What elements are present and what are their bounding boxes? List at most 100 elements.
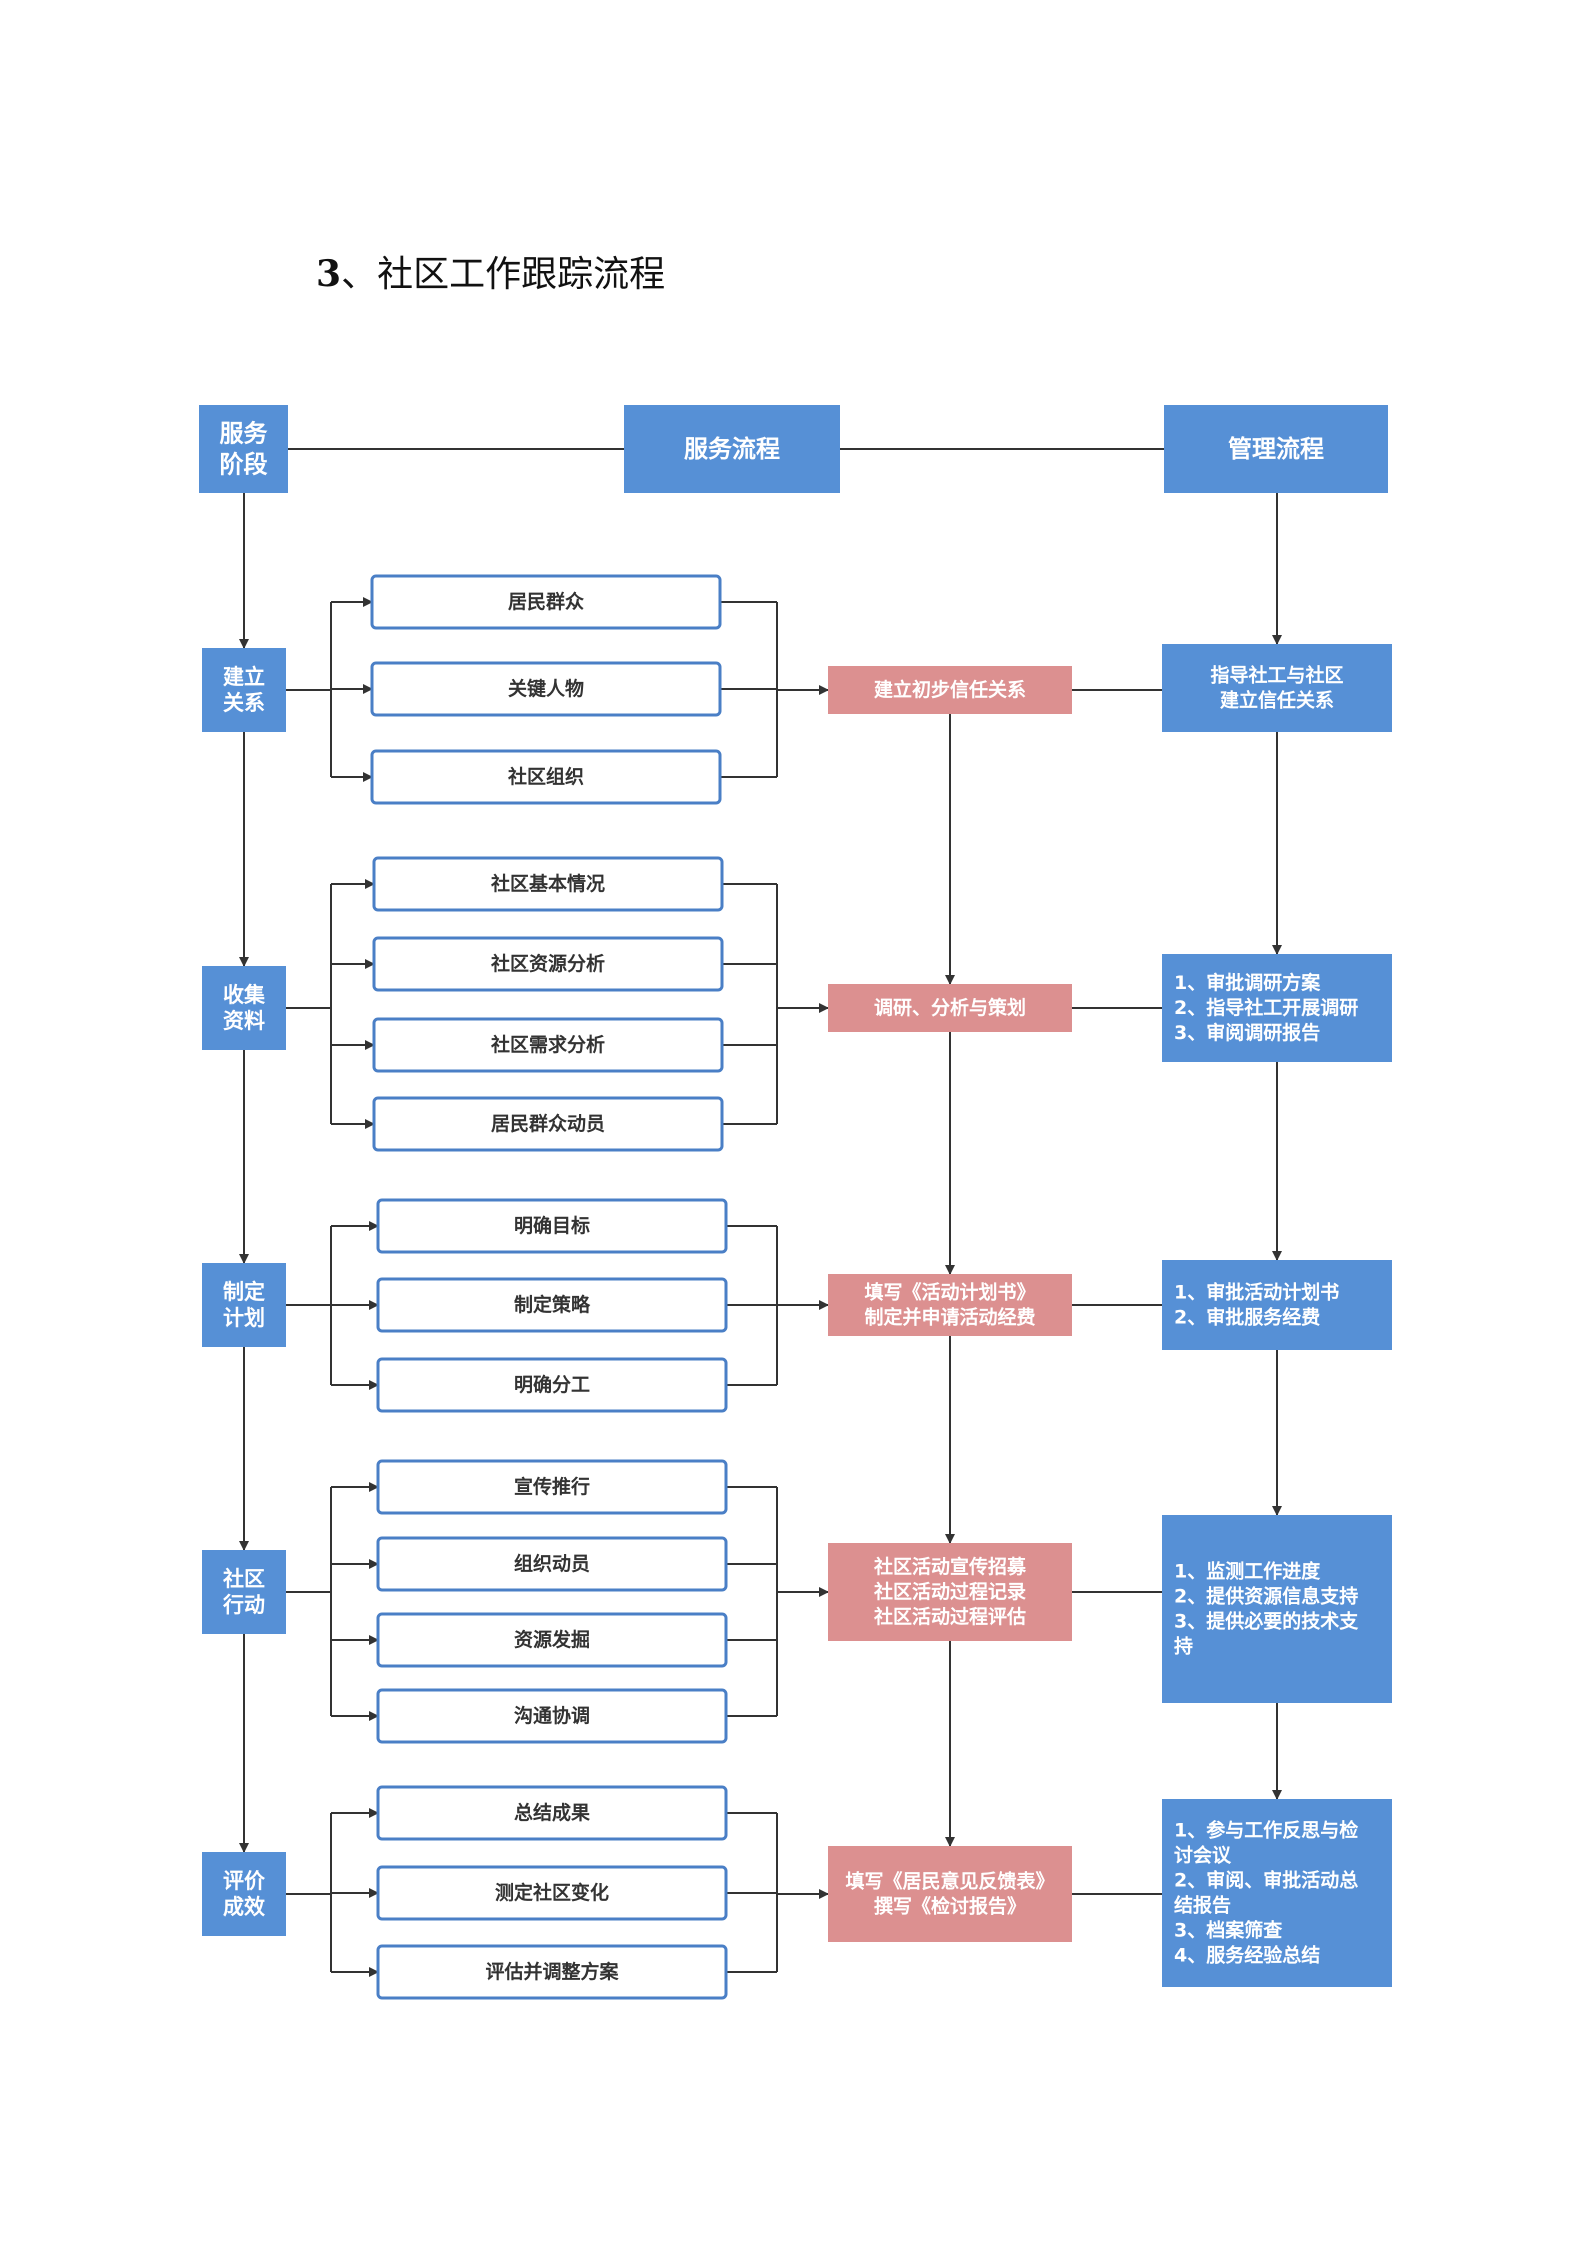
service-box: 调研、分析与策划: [828, 984, 1072, 1032]
stage-box-line: 成效: [223, 1895, 265, 1919]
service-box-line: 撰写《检讨报告》: [874, 1895, 1026, 1918]
page-title: 3、社区工作跟踪流程: [316, 245, 665, 297]
sub-box-line: 宣传推行: [514, 1475, 590, 1498]
stage-box-line: 制定: [223, 1280, 265, 1304]
sub-box: 社区资源分析: [372, 936, 724, 992]
header-stage-line: 阶段: [220, 451, 268, 479]
management-box-line: 建立信任关系: [1220, 689, 1334, 712]
stage-box-rect: [202, 1550, 286, 1634]
sub-box: 明确目标: [376, 1198, 728, 1254]
sub-box: 制定策略: [376, 1277, 728, 1333]
header-stage-line: 服务: [220, 419, 269, 447]
sub-box-rect: [376, 1688, 728, 1744]
management-box-line: 1、监测工作进度: [1174, 1560, 1321, 1583]
sub-box-line: 资源发掘: [514, 1628, 590, 1651]
sub-box-rect: [372, 856, 724, 912]
management-box-line: 持: [1174, 1635, 1193, 1658]
sub-box-line: 社区组织: [507, 765, 584, 788]
sub-box-rect: [370, 749, 722, 805]
sub-box: 社区组织: [370, 749, 722, 805]
stage-box-line: 计划: [223, 1306, 265, 1330]
sub-box-line: 总结成果: [514, 1801, 590, 1824]
sub-box: 资源发掘: [376, 1612, 728, 1668]
header-service-line: 服务流程: [684, 435, 780, 463]
title-text: 、社区工作跟踪流程: [341, 254, 666, 295]
sub-box: 居民群众动员: [372, 1096, 724, 1152]
sub-box: 关键人物: [370, 661, 722, 717]
sub-box-rect: [372, 1096, 724, 1152]
stage-box-line: 行动: [222, 1593, 265, 1617]
sub-box-line: 组织动员: [514, 1552, 590, 1575]
stage-box-line: 关系: [223, 691, 265, 715]
management-box-line: 结报告: [1174, 1894, 1231, 1917]
service-box-rect: [828, 1274, 1072, 1336]
sub-box-line: 明确分工: [514, 1373, 590, 1396]
service-box: 建立初步信任关系: [828, 666, 1072, 714]
sub-box-rect: [376, 1277, 728, 1333]
management-box-line: 2、提供资源信息支持: [1174, 1585, 1358, 1608]
service-box: 填写《活动计划书》制定并申请活动经费: [828, 1274, 1072, 1336]
stage-box-rect: [202, 648, 286, 732]
header-service: 服务流程: [624, 405, 840, 493]
management-box-line: 1、参与工作反思与检: [1174, 1819, 1358, 1842]
stage-box-line: 建立: [223, 665, 265, 689]
sub-box-rect: [376, 1785, 728, 1841]
connector-lines: [239, 448, 1282, 1977]
stage-box-rect: [202, 1852, 286, 1936]
sub-box: 居民群众: [370, 574, 722, 630]
service-box: 填写《居民意见反馈表》撰写《检讨报告》: [828, 1846, 1072, 1942]
service-box-rect: [828, 666, 1072, 714]
sub-box-rect: [370, 661, 722, 717]
sub-box-line: 社区资源分析: [490, 952, 605, 975]
sub-box-rect: [376, 1357, 728, 1413]
sub-box-line: 测定社区变化: [495, 1881, 609, 1904]
sub-box-line: 评估并调整方案: [485, 1960, 619, 1983]
stage-box-rect: [202, 966, 286, 1050]
management-box-line: 3、审阅调研报告: [1174, 1021, 1320, 1044]
service-box-line: 制定并申请活动经费: [864, 1306, 1035, 1329]
sub-box: 总结成果: [376, 1785, 728, 1841]
stage-box-line: 收集: [223, 983, 266, 1007]
management-box-line: 4、服务经验总结: [1174, 1944, 1320, 1967]
sub-box-line: 社区需求分析: [490, 1033, 605, 1056]
management-box-line: 1、审批调研方案: [1174, 971, 1321, 994]
management-box-line: 3、档案筛查: [1174, 1919, 1283, 1942]
sub-box-line: 居民群众动员: [491, 1112, 605, 1135]
header-management-rect: [1164, 405, 1388, 493]
sub-box-line: 关键人物: [508, 677, 584, 700]
management-box-rect: [1162, 954, 1392, 1062]
service-box-line: 填写《活动计划书》: [864, 1281, 1035, 1304]
management-box-rect: [1162, 644, 1392, 732]
service-box-line: 填写《居民意见反馈表》: [845, 1870, 1054, 1893]
management-box-rect: [1162, 1260, 1392, 1350]
management-box-line: 1、审批活动计划书: [1174, 1281, 1339, 1304]
sub-box-rect: [376, 1944, 728, 2000]
sub-box-line: 沟通协调: [514, 1704, 590, 1727]
management-box-line: 指导社工与社区: [1210, 664, 1343, 687]
management-box-line: 讨会议: [1174, 1844, 1232, 1867]
sub-box-rect: [376, 1459, 728, 1515]
title-number: 3: [316, 253, 342, 295]
sub-box-rect: [376, 1612, 728, 1668]
management-box-line: 2、审批服务经费: [1174, 1306, 1320, 1329]
sub-box: 明确分工: [376, 1357, 728, 1413]
sub-box-line: 社区基本情况: [490, 872, 605, 895]
stage-box-line: 评价: [223, 1869, 266, 1893]
sub-box: 评估并调整方案: [376, 1944, 728, 2000]
service-box-rect: [828, 984, 1072, 1032]
sub-box: 组织动员: [376, 1536, 728, 1592]
sub-box: 宣传推行: [376, 1459, 728, 1515]
sub-box-line: 制定策略: [514, 1293, 591, 1316]
service-box-line: 社区活动宣传招募: [873, 1555, 1027, 1578]
